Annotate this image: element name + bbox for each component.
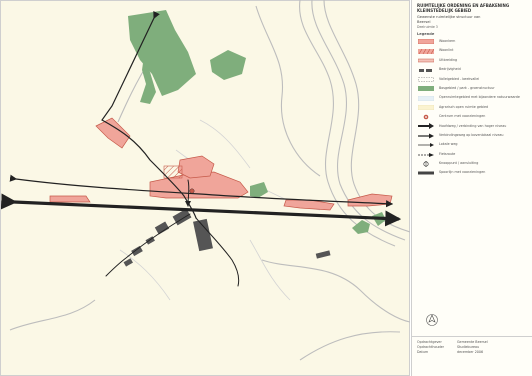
footer-value: Gemeente Beersel bbox=[457, 340, 488, 344]
legend-item-forest: Bosgebied / park - groenstructuur bbox=[417, 84, 528, 93]
road-north bbox=[101, 11, 197, 219]
legend-item-label: Fietsroute bbox=[439, 151, 456, 156]
legend-item-expansion: Uitbreiding bbox=[417, 56, 528, 65]
footer-row-client: Opdrachtgever Gemeente Beersel bbox=[417, 340, 529, 345]
industry-swatch-icon bbox=[417, 67, 435, 73]
north-arrow-icon bbox=[426, 314, 438, 326]
legend-item-label: Bosgebied / park - groenstructuur bbox=[439, 85, 495, 90]
housing-cluster-swatch-icon bbox=[417, 48, 435, 54]
legend-item-label: Agrarisch open ruimte gebied bbox=[439, 104, 489, 109]
legend-title-2: KLEINSTEDELIJK GEBIED bbox=[417, 8, 472, 13]
legend-item-label: Centrum met voorzieningen bbox=[439, 114, 486, 119]
legend-item-label: Lokale weg bbox=[439, 142, 458, 147]
legend-item-local-road: Lokale weg bbox=[417, 140, 528, 149]
legend-item-cycle: Fietsroute bbox=[417, 150, 528, 159]
legend-item-label: Valleigebied - beekvallei bbox=[439, 76, 480, 81]
legend-item-label: Spoorlijn met voorzieningen bbox=[439, 170, 486, 175]
footer-row-date: Datum december 2006 bbox=[417, 350, 529, 355]
center-star-icon bbox=[417, 114, 435, 120]
footer-row-contractor: Opdrachthouder Studiebureau bbox=[417, 345, 529, 350]
map-canvas[interactable] bbox=[0, 0, 410, 376]
legend-item-label: Hoofdweg / verbinding van hoger niveau bbox=[439, 123, 507, 128]
legend-item-label: Woonlint bbox=[439, 48, 454, 53]
road-network bbox=[0, 11, 402, 287]
legend-subtitle-2: Beersel bbox=[417, 19, 431, 24]
legend-panel: RUIMTELIJKE ORDENING EN AFBAKENING KLEIN… bbox=[411, 0, 532, 376]
legend-item-industry: Bedrijvigheid bbox=[417, 65, 528, 74]
expansion-swatch-icon bbox=[417, 58, 435, 64]
legend-items: Woonkern Woonlint Uitbreiding Bedrijvigh… bbox=[417, 37, 528, 178]
secondary-road-horizontal bbox=[9, 174, 394, 208]
legend-item-rail: Spoorlijn met voorzieningen bbox=[417, 169, 528, 178]
legend-subtitle-1: Gewenste ruimtelijke structuur van bbox=[417, 15, 481, 19]
arrow-icon bbox=[417, 133, 435, 139]
legend-heading: Legende bbox=[417, 32, 435, 37]
legend-footer: Opdrachtgever Gemeente Beersel Opdrachth… bbox=[412, 336, 532, 355]
open-space-swatch-icon bbox=[417, 95, 435, 101]
road-center-link bbox=[185, 179, 192, 207]
legend-item-main-road: Hoofdweg / verbinding van hoger niveau bbox=[417, 122, 528, 131]
footer-key: Opdrachthouder bbox=[417, 345, 445, 349]
legend-item-label: Woonkern bbox=[439, 38, 456, 43]
legend-item-secondary-road: Verbindingsweg op bovenlokaal niveau bbox=[417, 131, 528, 140]
legend-item-label: Verbindingsweg op bovenlokaal niveau bbox=[439, 132, 504, 137]
road-southwest bbox=[105, 213, 191, 277]
footer-key: Opdrachtgever bbox=[417, 340, 442, 344]
dark-bar-icon bbox=[417, 170, 435, 176]
road-south bbox=[195, 217, 240, 287]
legend-item-valley: Valleigebied - beekvallei bbox=[417, 75, 528, 84]
circle-arrow-icon bbox=[417, 160, 435, 167]
residential-swatch-icon bbox=[417, 39, 435, 45]
legend-item-open-space: Openruimtegebied met bijzondere natuurwa… bbox=[417, 94, 528, 103]
center-marker bbox=[189, 188, 195, 194]
legend-item-center: Centrum met voorzieningen bbox=[417, 112, 528, 121]
legend-item-residential: Woonkern bbox=[417, 37, 528, 46]
agriculture-swatch-icon bbox=[417, 105, 435, 111]
legend-title-1: RUIMTELIJKE ORDENING EN AFBAKENING bbox=[417, 3, 510, 8]
legend-sheet: Deelruimte 3 bbox=[417, 25, 438, 30]
thick-arrow-icon bbox=[417, 123, 435, 130]
valley-swatch-icon bbox=[417, 76, 435, 82]
legend-item-label: Bedrijvigheid bbox=[439, 67, 461, 72]
legend-item-label: Openruimtegebied met bijzondere natuurwa… bbox=[439, 95, 520, 100]
footer-value: Studiebureau bbox=[457, 345, 480, 349]
legend-item-agriculture: Agrarisch open ruimte gebied bbox=[417, 103, 528, 112]
thin-arrow-icon bbox=[417, 142, 435, 148]
dashed-arrow-icon bbox=[417, 152, 435, 158]
legend-item-label: Knooppunt / aansluiting bbox=[439, 161, 479, 166]
footer-value: december 2006 bbox=[457, 350, 484, 354]
forest-swatch-icon bbox=[417, 86, 435, 92]
legend-item-housing-cluster: Woonlint bbox=[417, 47, 528, 56]
legend-item-node: Knooppunt / aansluiting bbox=[417, 159, 528, 168]
legend-item-label: Uitbreiding bbox=[439, 57, 458, 62]
footer-key: Datum bbox=[417, 350, 429, 354]
